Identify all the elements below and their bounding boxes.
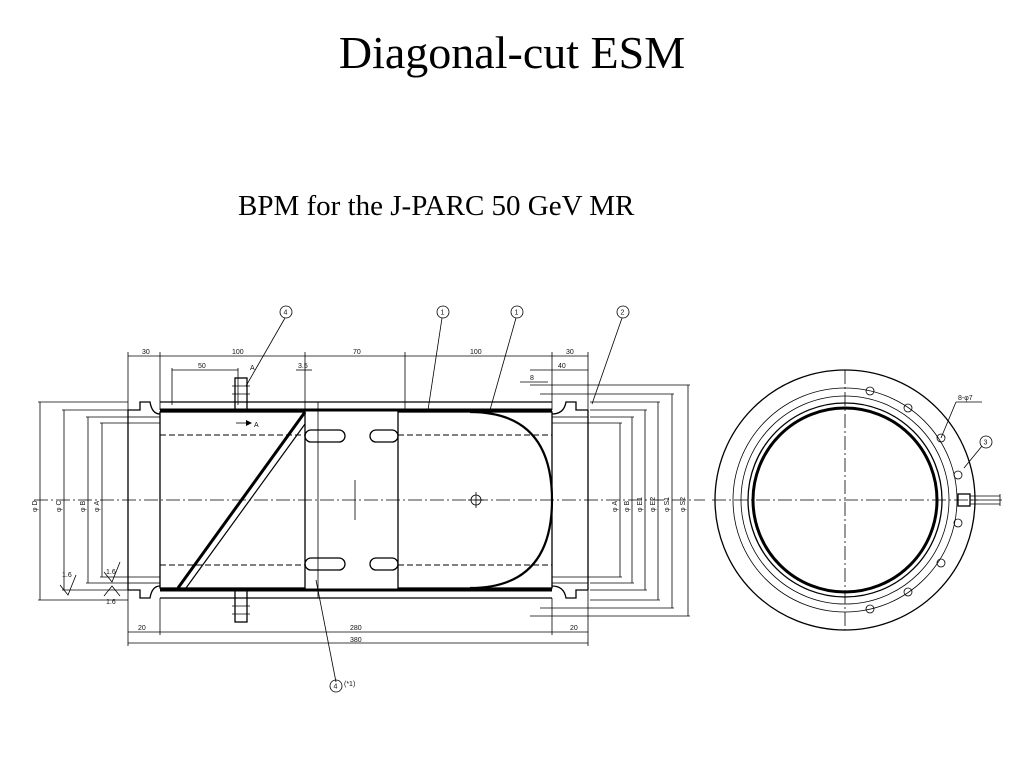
dim-bottom-body: 280 <box>350 625 362 632</box>
dim-overall: 380 <box>350 637 362 644</box>
part-balloons: 4 1 1 2 3 4 (*1) <box>279 305 993 693</box>
balloon-4-bottom: 4 (*1) <box>329 679 355 693</box>
svg-text:1: 1 <box>515 310 519 317</box>
dim-gap: 70 <box>353 349 361 356</box>
surface-mark-1: 1.6 <box>62 572 72 579</box>
page-subtitle: BPM for the J-PARC 50 GeV MR <box>238 190 635 222</box>
dim-left-electrode: 100 <box>232 349 244 356</box>
dim-phi-b-left: φ B <box>80 501 87 512</box>
surface-mark-2: 1.6 <box>106 569 116 576</box>
surface-mark-3: 1.6 <box>106 599 116 606</box>
svg-text:1: 1 <box>441 310 445 317</box>
dim-phi-s1: φ S1 <box>664 497 671 512</box>
hole-note: 8-φ7 <box>958 395 973 402</box>
balloon-1-a: 1 <box>436 305 450 319</box>
dim-section-a-top: A <box>250 365 255 372</box>
dim-phi-e1: φ E1 <box>637 497 644 512</box>
dim-phi-a-left: φ A <box>94 501 101 512</box>
side-view <box>34 317 705 683</box>
dim-left-flange: 30 <box>142 349 150 356</box>
dim-phi-c: φ C <box>56 500 63 512</box>
balloon-note: (*1) <box>344 681 355 688</box>
dimension-labels: 30 100 50 A 70 100 30 8 40 3.5 20 280 20… <box>32 349 687 644</box>
svg-text:3: 3 <box>984 440 988 447</box>
balloon-1-b: 1 <box>510 305 524 319</box>
svg-text:4: 4 <box>284 310 288 317</box>
end-view: 8-φ7 <box>712 369 1002 631</box>
dim-40: 40 <box>558 363 566 370</box>
esm-engineering-drawing: 30 100 50 A 70 100 30 8 40 3.5 20 280 20… <box>32 305 1002 693</box>
dim-phi-e2: φ E2 <box>650 497 657 512</box>
dim-right-electrode: 100 <box>470 349 482 356</box>
dim-left-offset: 50 <box>198 363 206 370</box>
page-title: Diagonal-cut ESM <box>338 27 686 78</box>
dim-3-5: 3.5 <box>298 363 308 370</box>
balloon-3: 3 <box>979 435 993 449</box>
dim-phi-b-right: φ B <box>624 501 631 512</box>
balloon-2: 2 <box>616 305 630 319</box>
section-mark-a: A <box>254 422 259 429</box>
svg-text:4: 4 <box>334 684 338 691</box>
dim-phi-s2: φ S2 <box>680 497 687 512</box>
balloon-4-top: 4 <box>279 305 293 319</box>
dim-small-8: 8 <box>530 375 534 382</box>
dim-bottom-left: 20 <box>138 625 146 632</box>
dim-bottom-right: 20 <box>570 625 578 632</box>
dim-phi-d: φ D <box>32 500 39 512</box>
dim-right-flange: 30 <box>566 349 574 356</box>
svg-text:2: 2 <box>621 310 625 317</box>
dim-phi-a-right: φ A <box>612 501 619 512</box>
